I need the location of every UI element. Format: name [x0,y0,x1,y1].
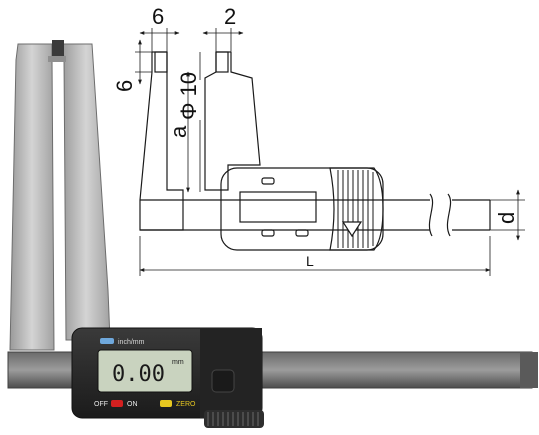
fixed-jaw-tip [154,51,168,73]
dim-phi-label: Φ 10 [176,72,201,120]
photo-lcd [97,349,193,393]
technical-drawing [135,28,525,276]
moving-jaw-outline [204,52,261,191]
photo-lcd-value: 0.00 [112,362,165,387]
photo-lcd-unit: mm [172,359,184,366]
photo-thumb-wheel [204,410,264,428]
photo-unit-button[interactable] [100,338,114,344]
button-left-outline [261,229,275,237]
photo-zero-label: ZERO [176,401,196,408]
wheel-triangle [341,221,363,238]
caliper-photo: inch/mm 0.00 mm OFF ON ZERO [7,40,538,428]
photo-off-label: OFF [94,401,108,408]
moving-jaw-tip [215,51,229,73]
thumb-wheel-hatching [329,167,384,251]
photo-fixed-jaw [9,43,55,351]
photo-on-off-button[interactable] [111,400,123,407]
photo-moving-jaw [61,43,111,341]
photo-unit-label: inch/mm [118,339,145,346]
photo-zero-button[interactable] [160,400,172,407]
dim-6-side-label: 6 [112,80,137,92]
dim-6-label: 6 [152,4,164,29]
dim-2-label: 2 [224,4,236,29]
photo-on-label: ON [127,401,138,408]
dim-d-label: d [494,212,519,224]
dim-L-label: L [306,253,314,269]
dim-a-label: a [166,125,191,138]
slider-body-outline [220,167,384,251]
beam-break-mark [428,193,434,237]
photo-jaw-gap-block [52,40,64,58]
knurl-lines [337,170,374,248]
button-top-outline [261,177,275,185]
button-right-outline [295,229,309,237]
display-window [239,191,317,223]
